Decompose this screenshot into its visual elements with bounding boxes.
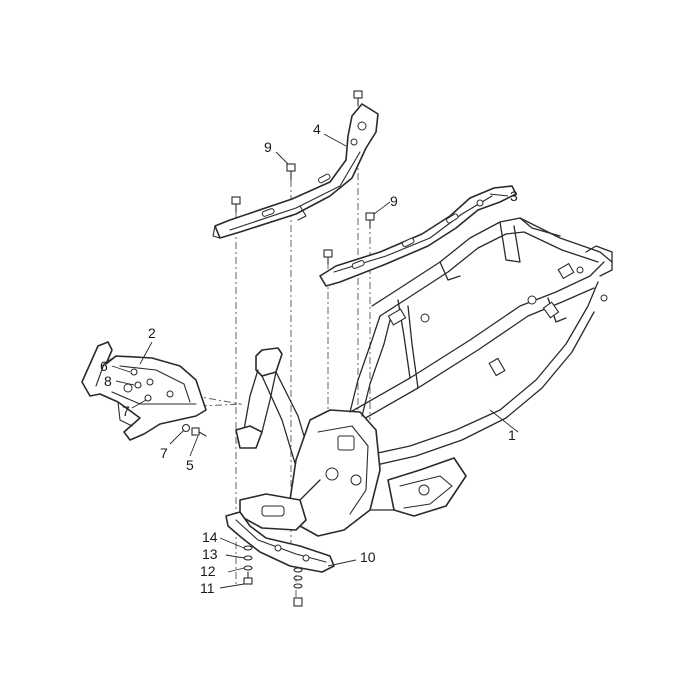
- callout-7b: 7: [160, 445, 168, 461]
- callout-labels: 1 2 3 4 5 6 7 7 8 9 9 10 11 12 13 14: [100, 121, 518, 596]
- callout-14: 14: [202, 529, 218, 545]
- callout-7a: 7: [122, 403, 130, 419]
- callout-3: 3: [510, 188, 518, 204]
- bolt-11: [243, 571, 253, 585]
- washer-12: [243, 565, 253, 571]
- part-3-side-rail-bracket: [319, 185, 517, 287]
- part-1-main-frame: [235, 217, 613, 537]
- bolt-5: [191, 427, 207, 437]
- part-10-lower-bracket: [225, 511, 335, 573]
- part-4-upper-bracket: [212, 103, 379, 239]
- callout-2: 2: [148, 325, 156, 341]
- callout-5: 5: [186, 457, 194, 473]
- callout-8: 8: [104, 373, 112, 389]
- bolt-rail-left: [323, 249, 333, 265]
- washer-14: [243, 545, 253, 551]
- callout-9b: 9: [390, 193, 398, 209]
- callout-10: 10: [360, 549, 376, 565]
- washer-6: [130, 368, 138, 376]
- bolt-9-right: [365, 212, 375, 229]
- fasteners: [130, 90, 375, 607]
- callout-11: 11: [200, 580, 215, 596]
- leader-lines: [111, 133, 519, 589]
- callout-6: 6: [100, 358, 108, 374]
- bolt-upper-top: [353, 90, 363, 107]
- washer-13: [243, 555, 253, 561]
- nut-8: [134, 381, 142, 389]
- callout-13: 13: [202, 546, 218, 562]
- bolt-upper-left: [231, 196, 241, 213]
- bolt-9-left: [286, 163, 296, 181]
- callout-4: 4: [313, 121, 321, 137]
- callout-9a: 9: [264, 139, 272, 155]
- washer-7b: [181, 423, 191, 433]
- washer-7a: [144, 394, 152, 402]
- callout-12: 12: [200, 563, 216, 579]
- callout-1: 1: [508, 427, 516, 443]
